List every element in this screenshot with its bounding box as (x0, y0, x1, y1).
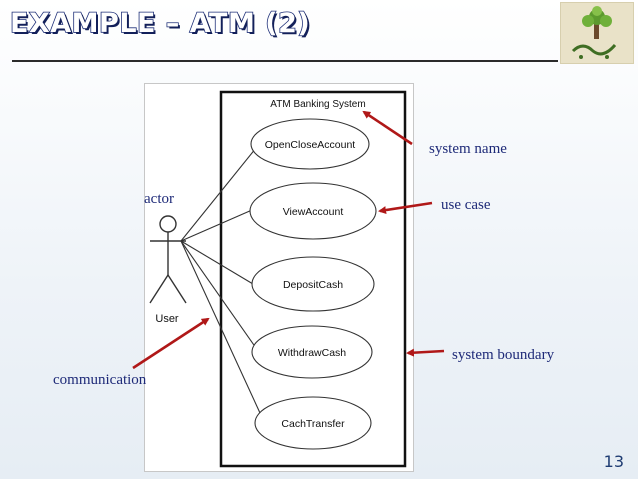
actor-annotation: actor (144, 191, 174, 207)
communication-arrow (132, 317, 210, 370)
logo (560, 2, 634, 64)
svg-text:CachTransfer: CachTransfer (281, 418, 345, 430)
association-line (180, 240, 261, 414)
association-line (180, 147, 257, 242)
system-name-annotation: system name (429, 141, 507, 157)
actor-name-label: User (155, 313, 179, 325)
use-case-view-account: ViewAccount (249, 182, 377, 240)
association-line (180, 240, 257, 349)
system-boundary-annotation: system boundary (452, 347, 555, 363)
use-case-open-close-account: OpenCloseAccount (250, 118, 370, 170)
use-case-arrow (378, 201, 433, 215)
tree-logo-icon (571, 6, 617, 59)
use-case-cach-transfer: CachTransfer (254, 396, 372, 450)
system-name-label: ATM Banking System (270, 99, 365, 110)
association-line (180, 240, 254, 285)
system-boundary-arrow (406, 348, 445, 357)
association-line (180, 209, 253, 242)
system-name-arrow (362, 110, 413, 146)
communication-lines (180, 147, 261, 414)
svg-text:WithdrawCash: WithdrawCash (278, 347, 346, 359)
use-case-annotation: use case (441, 197, 491, 213)
annotation-arrows (132, 110, 445, 370)
communication-annotation: communication (53, 372, 147, 388)
title-divider (12, 60, 558, 62)
actor-figure (149, 215, 187, 304)
svg-text:ViewAccount: ViewAccount (283, 206, 344, 218)
slide-number: 13 (603, 452, 624, 471)
svg-text:OpenCloseAccount: OpenCloseAccount (265, 139, 356, 151)
use-case-withdraw-cash: WithdrawCash (251, 325, 373, 379)
use-case-deposit-cash: DepositCash (251, 256, 375, 312)
svg-text:DepositCash: DepositCash (283, 279, 343, 291)
slide-title: EXAMPLE – ATM (2) (9, 7, 311, 40)
